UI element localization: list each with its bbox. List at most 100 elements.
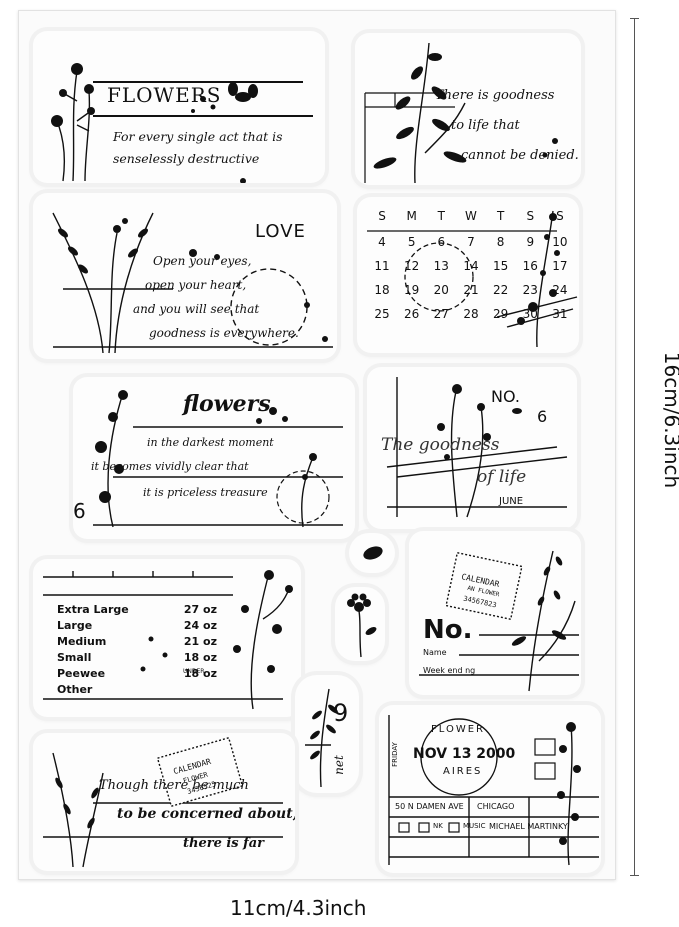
stamp-text-line: to be concerned about, — [117, 806, 295, 822]
stamp-text-line: there is far — [183, 836, 265, 851]
calendar-day: 16 — [522, 259, 538, 273]
stamp-sheet: FLOWERS For every single act that is sen… — [18, 10, 616, 880]
stamp-text-line: in the darkest moment — [147, 436, 274, 449]
address-text: CHICAGO — [477, 802, 515, 811]
calendar-week-row: 11 12 13 14 15 16 17 — [371, 259, 571, 273]
calendar-day: 5 — [407, 235, 416, 249]
stamp-goodness-card: There is goodness to life that cannot be… — [355, 33, 581, 185]
stamp-text-line: of life — [477, 467, 527, 487]
stamp-text-line: Though there be much — [99, 778, 249, 793]
stamp-love-card: LOVE Open your eyes, open your heart, an… — [33, 193, 337, 359]
stamp-title: No. — [423, 615, 473, 645]
petal-icon — [363, 546, 383, 560]
size-label: Other — [57, 683, 93, 696]
calendar-week-row: 25 26 27 28 29 30 31 — [371, 307, 571, 321]
stamp-text-line: cannot be denied. — [461, 148, 579, 163]
weekday-label: M — [406, 209, 417, 223]
divider-line — [93, 115, 313, 117]
calendar-day: 31 — [552, 307, 568, 321]
calendar-grid: S M T W T S S 4 5 6 7 8 9 10 11 12 13 — [371, 209, 571, 331]
stamp-concerned-card: CALENDAR FLOWER 3456525 Though there be … — [33, 733, 295, 871]
stamp-month: JUNE — [499, 496, 524, 507]
size-label: Small — [57, 651, 92, 664]
name-text: MICHAEL MARTINKY — [489, 822, 568, 831]
grass-and-postage-illustration — [43, 736, 283, 868]
size-value: 18 oz — [183, 667, 217, 680]
stamp-small-flower — [335, 587, 385, 661]
calendar-day: 21 — [463, 283, 479, 297]
address-text: 50 N DAMEN AVE — [395, 802, 464, 811]
calendar-day: 20 — [433, 283, 449, 297]
stamp-goodness-of-life-card: NO. 6 The goodness of life JUNE — [367, 367, 577, 529]
size-label: Extra Large — [57, 603, 129, 616]
height-dimension-line — [630, 18, 639, 876]
size-value: 18 oz — [183, 651, 217, 664]
stamp-title: LOVE — [255, 221, 306, 242]
calendar-day: 29 — [492, 307, 509, 321]
calendar-week-row: 4 5 6 7 8 9 10 — [371, 235, 571, 249]
calendar-day: 23 — [522, 283, 538, 297]
week-label: Week end ng — [423, 666, 476, 675]
stamp-text-line: For every single act that is — [113, 129, 283, 144]
stamp-text-line: it becomes vividly clear that — [91, 460, 249, 473]
lavender-and-postmark-illustration — [52, 212, 333, 354]
calendar-day: 17 — [552, 259, 568, 273]
weekday-label: S — [378, 209, 386, 223]
weekday-label: T — [437, 209, 445, 223]
stamp-petal — [349, 533, 395, 573]
calendar-day: 18 — [374, 283, 390, 297]
postmark-arc-bottom: AIRES — [443, 766, 483, 777]
calendar-weekday-row: S M T W T S S — [371, 209, 571, 223]
calendar-day: 27 — [433, 307, 449, 321]
postmark-and-flower-illustration — [388, 715, 599, 866]
stamp-no-card: CALENDAR AN FLOWER 34567823 No. Name Wee… — [409, 531, 581, 695]
size-label: Peewee — [57, 667, 106, 680]
size-label: Large — [57, 619, 93, 632]
flower-sprig-illustration — [93, 390, 343, 528]
stamp-number: 6 — [537, 407, 548, 426]
width-dimension-label: 11cm/4.3inch — [230, 896, 367, 920]
divider-line — [93, 81, 303, 83]
calendar-day: 10 — [552, 235, 568, 249]
stamp-flowers-card: FLOWERS For every single act that is sen… — [33, 31, 325, 183]
wildflower-illustration — [51, 63, 258, 183]
calendar-day: 8 — [496, 235, 505, 249]
stamp-number: 9 — [333, 699, 349, 727]
calendar-day: 6 — [437, 235, 446, 249]
calendar-day: 4 — [378, 235, 386, 249]
calendar-day: 9 — [526, 235, 535, 249]
stamp-calendar-card: S M T W T S S 4 5 6 7 8 9 10 11 12 13 — [357, 197, 579, 353]
stamp-net-card: 9 net — [295, 675, 359, 793]
calendar-day: 7 — [467, 235, 475, 249]
leafy-branch-illustration — [364, 42, 558, 184]
calendar-day: 25 — [374, 307, 390, 321]
calendar-day: 14 — [463, 259, 479, 273]
stamp-text-line: it is priceless treasure — [143, 486, 268, 499]
weekday-label: S — [556, 209, 564, 223]
calendar-day: 26 — [404, 307, 420, 321]
stamp-text-line: The goodness — [381, 435, 500, 455]
name-label: Name — [423, 648, 447, 657]
table-row: Peewee 18 oz — [57, 667, 217, 683]
stamp-text-line: Open your eyes, — [153, 254, 252, 268]
stamp-title: FLOWERS — [107, 83, 222, 107]
calendar-flower-illustration — [367, 210, 578, 348]
stamp-number-label: NO. — [491, 387, 520, 406]
calendar-day: 19 — [404, 283, 420, 297]
calendar-day: 28 — [463, 307, 479, 321]
height-dimension-label: 16cm/6.3inch — [660, 351, 679, 489]
calendar-day: 15 — [492, 259, 509, 273]
postmark-arc-top: FLOWER — [431, 724, 485, 735]
calendar-day: 24 — [552, 283, 568, 297]
postmark-side: FRIDAY — [390, 742, 399, 767]
postmark-date: NOV 13 2000 — [413, 746, 516, 762]
stamp-text-line: and you will see that — [133, 302, 260, 316]
weekday-label: T — [496, 209, 505, 223]
calendar-day: 22 — [492, 283, 509, 297]
weekday-label: W — [465, 209, 477, 223]
